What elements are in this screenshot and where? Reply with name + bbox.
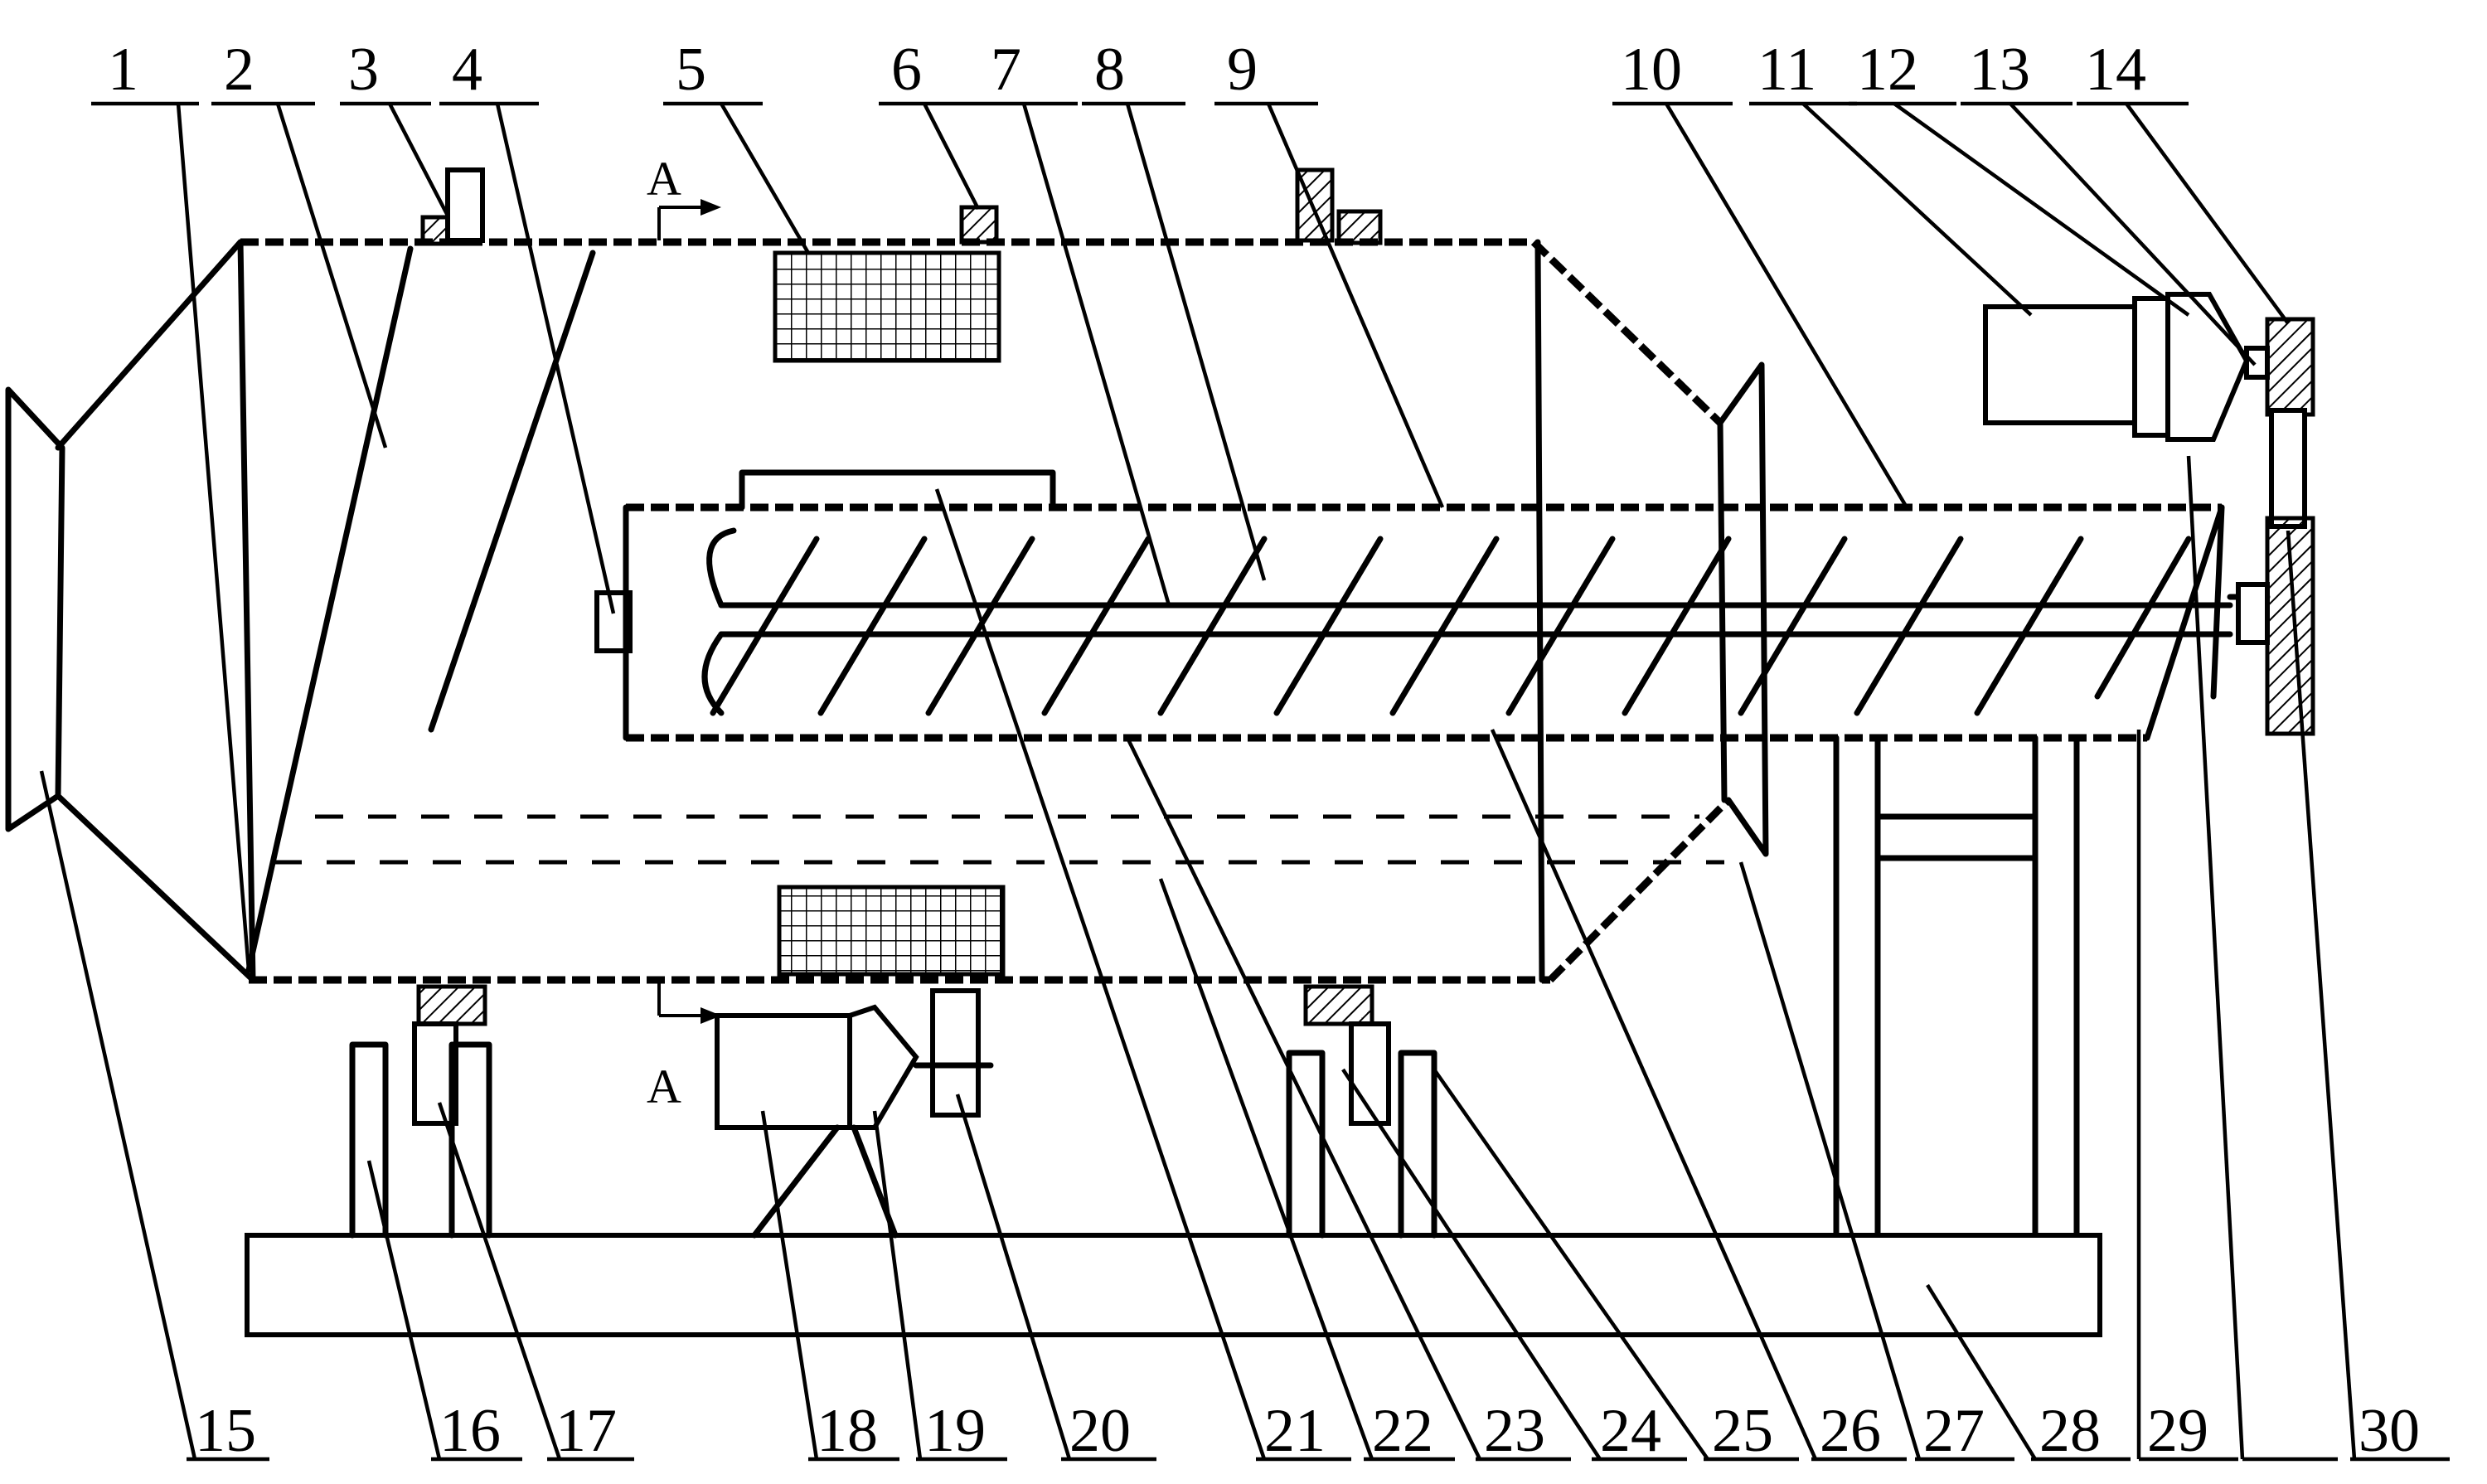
- callout-23: 23: [1484, 1397, 1545, 1465]
- shaft-end: [2236, 582, 2270, 645]
- callout-2: 2: [224, 36, 255, 104]
- conveyor-stand: [1833, 735, 2080, 1239]
- callout-numbers-bottom: 15 16 17 18 19 20 21 22 23 24 25 26 27 2…: [195, 1397, 2420, 1465]
- callout-12: 12: [1857, 36, 1918, 104]
- callout-1: 1: [108, 36, 138, 104]
- shaft-13: [2244, 346, 2270, 380]
- top-roller-left-block: [445, 167, 485, 243]
- section-mark-bottom: A: [647, 982, 721, 1113]
- pulley-14: [2265, 317, 2315, 417]
- leader-lines: [39, 101, 2450, 1462]
- callout-26: 26: [1820, 1397, 1881, 1465]
- callout-19: 19: [924, 1397, 986, 1465]
- callout-27: 27: [1923, 1397, 1985, 1465]
- callout-8: 8: [1094, 36, 1125, 104]
- callout-numbers-top: 1 2 3 4 5 6 7 8 9 10 11 12 13 14: [108, 36, 2146, 104]
- callout-9: 9: [1227, 36, 1258, 104]
- section-mark-top: A: [647, 152, 721, 240]
- callout-6: 6: [891, 36, 922, 104]
- callout-22: 22: [1372, 1397, 1433, 1465]
- callout-20: 20: [1069, 1397, 1131, 1465]
- top-roller-right-b: [1336, 209, 1383, 245]
- callout-24: 24: [1600, 1397, 1661, 1465]
- reducer-12: [2165, 292, 2250, 442]
- callout-4: 4: [452, 36, 482, 104]
- callout-10: 10: [1621, 36, 1682, 104]
- callout-13: 13: [1969, 36, 2030, 104]
- screw-drive: [1983, 292, 2315, 736]
- callout-30: 30: [2359, 1397, 2420, 1465]
- belt: [2269, 408, 2307, 529]
- reducer-19: [847, 1004, 919, 1130]
- callout-3: 3: [348, 36, 379, 104]
- lower-screen: [777, 885, 1006, 977]
- inlet-hopper: [5, 386, 65, 832]
- screw-flights: [710, 536, 2192, 716]
- callout-29: 29: [2147, 1397, 2208, 1465]
- callout-17: 17: [555, 1397, 617, 1465]
- liquid-level: [274, 814, 1724, 865]
- motor-11: [1983, 304, 2137, 425]
- callout-11: 11: [1757, 36, 1816, 104]
- motor-18: [715, 1013, 856, 1130]
- callout-7: 7: [991, 36, 1021, 104]
- upper-screen: [773, 250, 1001, 363]
- callout-18: 18: [817, 1397, 878, 1465]
- callout-5: 5: [676, 36, 706, 104]
- callout-28: 28: [2039, 1397, 2101, 1465]
- base-frame: [245, 1233, 2102, 1337]
- callout-21: 21: [1264, 1397, 1326, 1465]
- section-label-top: A: [647, 152, 681, 206]
- motor-collar: [2132, 296, 2170, 438]
- callout-16: 16: [439, 1397, 501, 1465]
- top-roller-mid: [959, 205, 999, 245]
- screw-conveyor: [623, 469, 2233, 742]
- section-label-bottom: A: [647, 1060, 681, 1113]
- callout-25: 25: [1712, 1397, 1773, 1465]
- roller-20: [930, 988, 981, 1118]
- callout-15: 15: [195, 1397, 256, 1465]
- callout-14: 14: [2085, 36, 2146, 104]
- lower-supports: [349, 984, 1437, 1239]
